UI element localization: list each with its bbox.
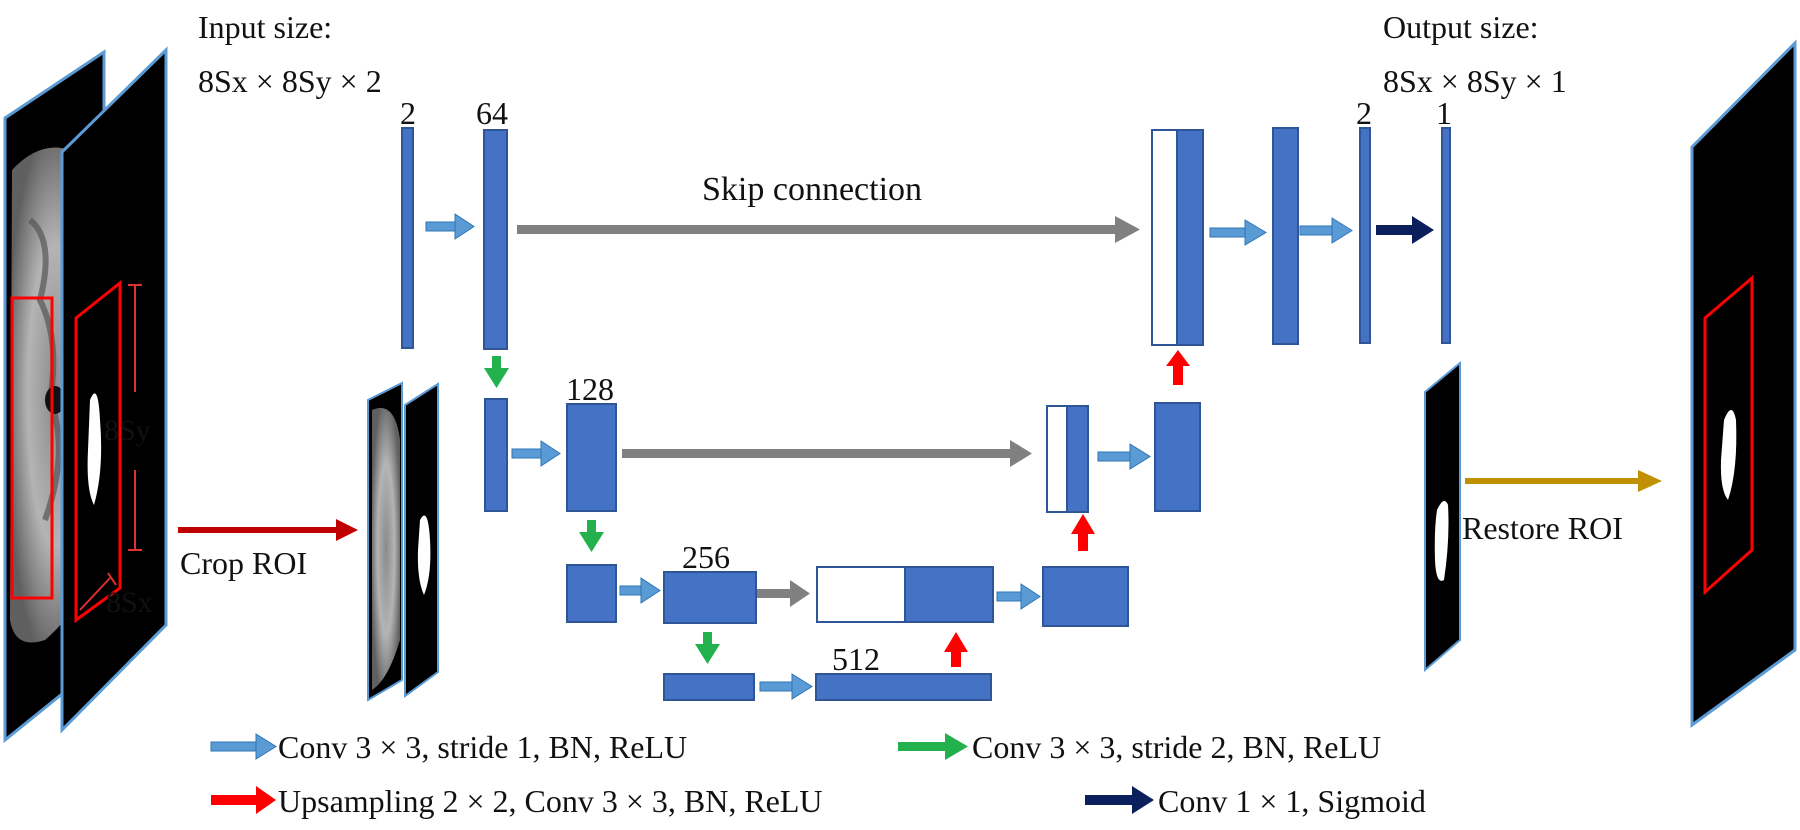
input-size-title: Input size: <box>198 9 332 45</box>
input-image-front <box>60 46 168 734</box>
up-arrow-dec3 <box>1071 514 1095 551</box>
roi-box-back <box>10 296 54 600</box>
block-enc2-down <box>484 398 508 512</box>
skip-arrow-level3 <box>757 580 810 607</box>
block-dec2-up <box>1066 405 1089 513</box>
block-enc3-down <box>566 564 617 623</box>
block-enc1-64 <box>483 129 508 350</box>
skip-arrow-level1 <box>517 216 1140 243</box>
block-enc2-128 <box>566 403 617 512</box>
legend-label-upsampling: Upsampling 2 × 2, Conv 3 × 3, BN, ReLU <box>278 783 823 819</box>
block-dec2-conv <box>1154 402 1201 512</box>
down-arrow-level2 <box>579 520 604 552</box>
dim-marker-8sy <box>128 284 142 551</box>
conv-arrow-enc3 <box>619 577 661 604</box>
block-bottleneck-512 <box>815 673 992 701</box>
block-dec-penultimate-2 <box>1359 127 1371 344</box>
down-arrow-level3 <box>695 632 720 664</box>
channel-label-input: 2 <box>400 95 416 131</box>
legend-label-conv-stride1: Conv 3 × 3, stride 1, BN, ReLU <box>278 729 687 765</box>
input-size-value: 8Sx × 8Sy × 2 <box>198 63 382 99</box>
channel-label-64: 64 <box>476 95 508 131</box>
skip-arrow-level2 <box>622 440 1032 467</box>
block-dec3-skip-copy <box>816 566 906 623</box>
legend-arrow-conv-stride1 <box>210 733 277 760</box>
block-dec3-conv <box>1042 566 1129 627</box>
block-input-2 <box>401 127 414 349</box>
channel-label-128: 128 <box>566 371 614 407</box>
output-roi-box <box>1703 274 1754 596</box>
legend-label-conv-1x1: Conv 1 × 1, Sigmoid <box>1158 783 1426 819</box>
cropped-image-front <box>404 382 439 698</box>
channel-label-512: 512 <box>832 641 880 677</box>
dim-label-8sy: 8Sy <box>104 414 151 447</box>
channel-label-output-1: 1 <box>1436 95 1452 131</box>
conv-arrow-dec1b <box>1299 217 1353 244</box>
block-output-1 <box>1441 127 1451 344</box>
block-dec3-up <box>904 566 994 623</box>
restore-roi-label: Restore ROI <box>1462 510 1623 546</box>
block-dec1-skip-copy <box>1151 129 1178 346</box>
legend: Conv 3 × 3, stride 1, BN, ReLU Conv 3 × … <box>210 729 1426 819</box>
up-arrow-bottleneck <box>944 632 968 667</box>
channel-label-dec-2: 2 <box>1356 95 1372 131</box>
block-dec1-up <box>1176 129 1204 346</box>
output-mask-small <box>1424 360 1461 673</box>
crop-roi-label: Crop ROI <box>180 545 307 581</box>
channel-label-256: 256 <box>682 539 730 575</box>
conv-arrow-dec1 <box>1209 219 1267 246</box>
block-dec2-skip-copy <box>1046 405 1068 513</box>
conv-arrow-dec3 <box>996 583 1041 610</box>
up-arrow-dec2 <box>1166 350 1190 385</box>
conv-arrow-bottleneck <box>759 673 813 700</box>
conv-arrow-dec2 <box>1097 443 1151 470</box>
skip-connection-label: Skip connection <box>702 171 922 208</box>
dim-label-8sx: 8Sx <box>106 586 153 619</box>
output-size-value: 8Sx × 8Sy × 1 <box>1383 63 1567 99</box>
roi-box-front <box>74 279 122 623</box>
conv-arrow-enc1 <box>425 213 475 240</box>
legend-arrow-conv-1x1 <box>1085 786 1154 814</box>
legend-arrow-conv-stride2 <box>898 733 968 760</box>
down-arrow-level1 <box>484 356 509 388</box>
output-size-title: Output size: <box>1383 9 1539 45</box>
cropped-image-back <box>367 381 403 702</box>
restore-roi-arrow <box>1465 470 1662 492</box>
legend-label-conv-stride2: Conv 3 × 3, stride 2, BN, ReLU <box>972 729 1381 765</box>
block-dec1-conv <box>1272 127 1299 345</box>
conv1x1-arrow <box>1376 216 1434 244</box>
dim-marker-8sx <box>79 572 117 611</box>
block-enc3-256 <box>663 571 757 624</box>
block-bottleneck-down <box>663 673 755 701</box>
conv-arrow-enc2 <box>511 440 561 467</box>
output-image <box>1690 39 1797 728</box>
legend-arrow-upsampling <box>211 786 276 814</box>
crop-roi-arrow <box>178 519 358 541</box>
